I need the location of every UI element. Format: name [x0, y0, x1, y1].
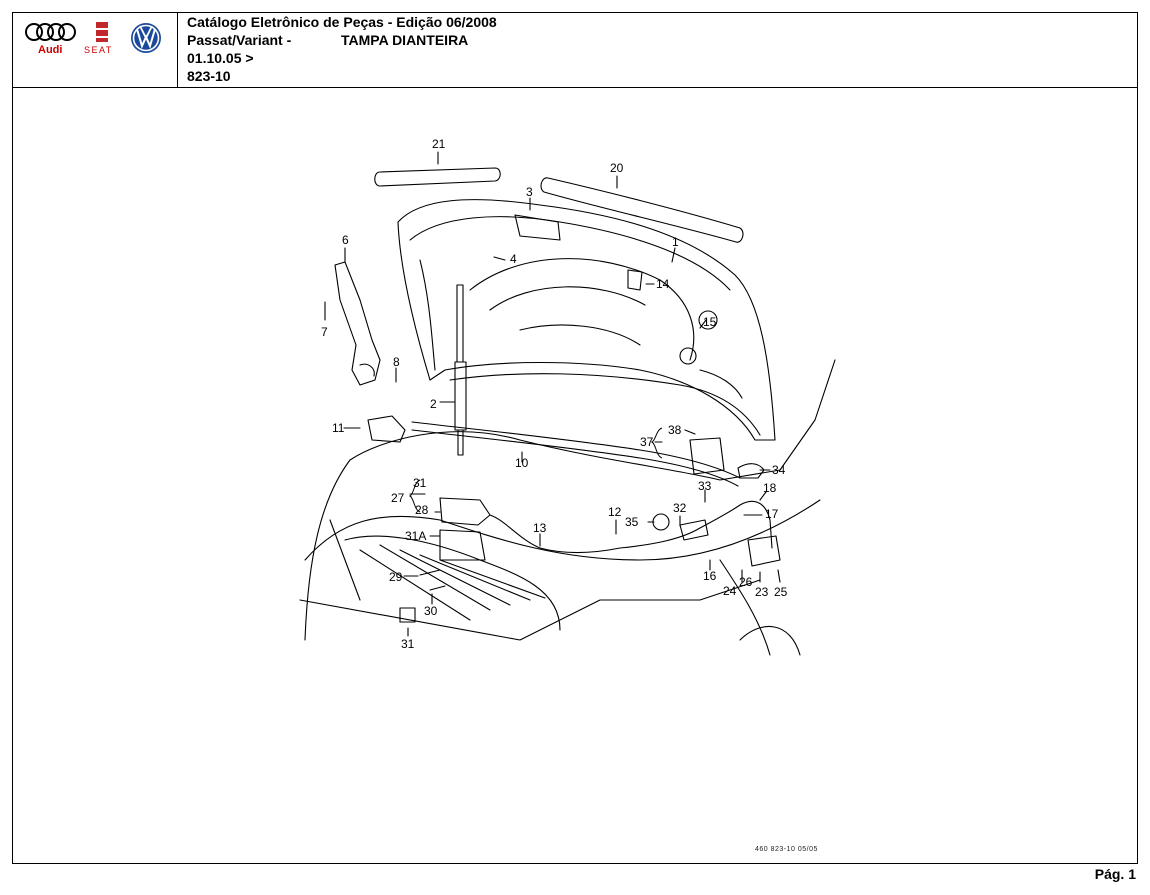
- callout-label: 31: [401, 637, 415, 651]
- callout-label: 15: [703, 315, 717, 329]
- callout-label: 20: [610, 161, 624, 175]
- callout-label: 14: [656, 277, 670, 291]
- callout-label: 6: [342, 233, 349, 247]
- header-divider: [12, 87, 1138, 88]
- callout-label: 11: [332, 421, 345, 435]
- callout-label: 16: [703, 569, 717, 583]
- release-cable-13: [489, 500, 773, 554]
- hood-outline: [397, 199, 776, 441]
- section-title: TAMPA DIANTEIRA: [341, 32, 469, 48]
- seat-logo: SEAT: [84, 22, 113, 55]
- callout-label: 17: [765, 507, 779, 521]
- callout-label: 7: [321, 325, 328, 339]
- callout-label: 18: [763, 481, 777, 495]
- diagram-code: 823-10: [187, 68, 231, 84]
- page-frame: [12, 12, 1138, 864]
- model-date-range: 01.10.05 >: [187, 50, 254, 66]
- callout-label: 13: [533, 521, 547, 535]
- footer-reference-code: 460 823-10 05/05: [755, 846, 818, 853]
- callout-label: 24: [723, 584, 737, 598]
- callout-brackets: [408, 427, 663, 513]
- callout-label: 28: [415, 503, 429, 517]
- model-name: Passat/Variant -: [187, 32, 292, 48]
- logo-divider: [177, 12, 178, 87]
- audi-logo: Audi: [25, 23, 76, 56]
- audi-logo-text: Audi: [38, 44, 62, 56]
- callout-label: 23: [755, 585, 769, 599]
- callout-label: 12: [608, 505, 622, 519]
- seal-strip-20: [540, 177, 744, 243]
- callout-label: 10: [515, 456, 529, 470]
- callout-label: 32: [673, 501, 687, 515]
- callout-label: 31: [413, 476, 427, 490]
- seat-logo-text: SEAT: [84, 45, 113, 55]
- callout-label: 38: [668, 423, 682, 437]
- callout-label: 29: [389, 570, 403, 584]
- car-front: [299, 359, 836, 641]
- callout-label: 2: [430, 397, 437, 411]
- callout-label: 30: [424, 604, 438, 618]
- callout-label: 33: [698, 479, 712, 493]
- page-number: Pág. 1: [1094, 866, 1136, 882]
- vw-logo: [131, 23, 161, 53]
- seal-strip-21: [374, 167, 501, 187]
- callout-label: 37: [640, 435, 654, 449]
- callout-label: 4: [510, 252, 517, 266]
- callout-label: 8: [393, 355, 400, 369]
- callout-label: 3: [526, 185, 533, 199]
- callout-label: 27: [391, 491, 405, 505]
- callout-label: 34: [772, 463, 786, 477]
- callout-label: 1: [672, 235, 679, 249]
- gas-strut: [454, 284, 467, 456]
- callout-label: 26: [739, 575, 753, 589]
- callout-label: 25: [774, 585, 788, 599]
- callout-label: 21: [432, 137, 446, 151]
- callout-label: 35: [625, 515, 639, 529]
- hinge-6: [334, 261, 381, 386]
- callout-label: 31A: [405, 529, 426, 543]
- hood-seal-10: [411, 421, 741, 479]
- brand-logos: Audi SEAT: [25, 22, 161, 56]
- callout-labels: 21 20 3 1 4 14 6 7 15 8 2 11 38 37 10 34…: [321, 137, 788, 651]
- catalog-title: Catálogo Eletrônico de Peças - Edição 06…: [187, 14, 497, 30]
- lock-assembly: [439, 497, 491, 561]
